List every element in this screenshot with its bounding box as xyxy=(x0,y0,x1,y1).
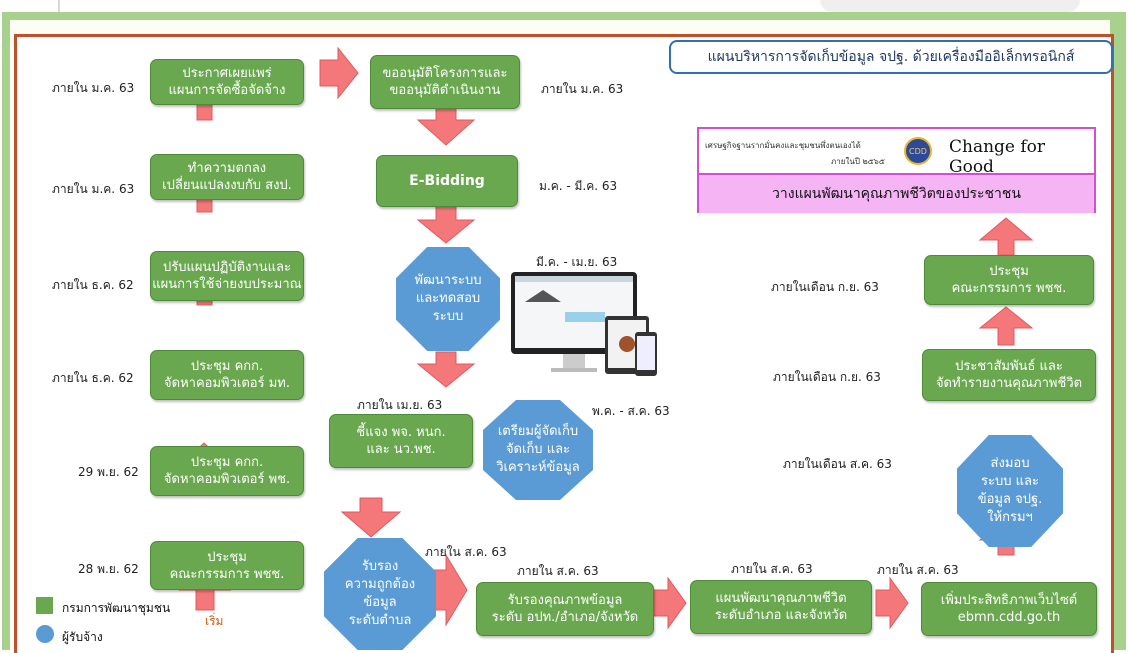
title-text: แผนบริหารการจัดเก็บข้อมูล จปฐ. ด้วยเครื่… xyxy=(707,49,1075,65)
box-publicize-report: ประชาสัมพันธ์ และ จัดทำรายงานคุณภาพชีวิต xyxy=(922,349,1096,401)
arrow-down-2 xyxy=(416,205,476,244)
date-label: 28 พ.ย. 62 xyxy=(78,562,139,576)
frame-right-edge xyxy=(1110,20,1126,650)
octagon-develop-system: พัฒนาระบบ และทดสอบ ระบบ xyxy=(396,247,500,351)
arrow-down-1 xyxy=(416,105,476,146)
change-for-good-box: เศรษฐกิจฐานรากมั่นคงและชุมชนพึ่งตนเองได้… xyxy=(697,127,1096,213)
box-approve-project: ขออนุมัติโครงการและ ขออนุมัติดำเนินงาน xyxy=(370,55,520,109)
date-label: ภายใน ม.ค. 63 xyxy=(52,81,135,95)
box-final-committee: ประชุม คณะกรรมการ พชช. xyxy=(924,255,1094,305)
octagon-certify-subdistrict: รับรอง ความถูกต้อง ข้อมูล ระดับตำบล xyxy=(324,538,436,650)
vision-year: ภายในปี ๒๕๖๕ xyxy=(831,157,885,166)
box-quality-plan: แผนพัฒนาคุณภาพชีวิต ระดับอำเภอ และจังหวั… xyxy=(690,580,872,634)
box-publish-plan: ประกาศเผยแพร่ แผนการจัดซื้อจัดจ้าง xyxy=(150,59,304,105)
box-meeting-moi: ประชุม คกก. จัดหาคอมพิวเตอร์ มท. xyxy=(150,350,304,400)
box-budget-agreement: ทำความตกลง เปลี่ยนแปลงงบกับ สงป. xyxy=(150,154,304,200)
legend-blue-label: ผู้รับจ้าง xyxy=(62,630,103,644)
arrow-up-r2 xyxy=(978,306,1034,346)
cfg-banner: วางแผนพัฒนาคุณภาพชีวิตของประชาชน xyxy=(699,173,1094,213)
box-adjust-plan: ปรับแผนปฏิบัติงานและ แผนการใช้จ่ายงบประม… xyxy=(150,251,304,301)
box-explain-staff: ชี้แจง พจ. หนก. และ นว.พช. xyxy=(329,414,473,468)
box-meeting-cdd: ประชุม คกก. จัดหาคอมพิวเตอร์ พช. xyxy=(150,446,304,496)
date-label: ภายในเดือน ก.ย. 63 xyxy=(771,280,879,294)
box-ebidding: E-Bidding xyxy=(376,155,518,207)
legend-blue-swatch xyxy=(36,625,54,643)
top-strip xyxy=(0,0,1128,12)
date-label: ภายในเดือน ส.ค. 63 xyxy=(783,457,892,471)
arrow-right-top xyxy=(319,46,359,100)
date-label: ภายใน ธ.ค. 62 xyxy=(52,371,134,385)
date-label: ม.ค. - มี.ค. 63 xyxy=(539,179,618,193)
arrow-right-b2 xyxy=(653,576,687,630)
page-edge xyxy=(58,0,60,12)
date-label: ภายใน ส.ค. 63 xyxy=(517,564,599,578)
cdd-logo-icon: CDD xyxy=(904,137,932,165)
date-label: ภายใน ส.ค. 63 xyxy=(425,545,507,559)
legend-green-swatch xyxy=(36,597,53,614)
date-label: ภายในเดือน ก.ย. 63 xyxy=(773,370,881,384)
arrow-right-b1 xyxy=(431,553,468,627)
date-label: ภายใน ม.ค. 63 xyxy=(52,182,135,196)
box-committee-meeting: ประชุม คณะกรรมการ พชช. xyxy=(150,541,304,590)
arrow-down-4 xyxy=(340,497,402,538)
vision-text: เศรษฐกิจฐานรากมั่นคงและชุมชนพึ่งตนเองได้ xyxy=(705,141,861,150)
arrow-right-b3 xyxy=(875,576,909,630)
start-label: เริ่ม xyxy=(205,614,224,628)
device-mockup-illustration xyxy=(511,272,657,376)
octagon-prepare-collectors: เตรียมผู้จัดเก็บ จัดเก็บ และ วิเคราะห์ข้… xyxy=(483,400,593,500)
date-label: ภายใน ธ.ค. 62 xyxy=(52,278,134,292)
arrow-down-3 xyxy=(416,351,476,388)
decorative-shape xyxy=(820,0,1080,12)
date-label: ภายใน เม.ย. 63 xyxy=(357,398,443,412)
legend-green-label: กรมการพัฒนาชุมชน xyxy=(62,601,171,615)
box-certify-quality: รับรองคุณภาพข้อมูล ระดับ อปท./อำเภอ/จังห… xyxy=(476,582,654,636)
date-label: 29 พ.ย. 62 xyxy=(78,465,139,479)
change-for-good-text: Change for Good xyxy=(949,137,1046,177)
box-website-improve: เพิ่มประสิทธิภาพเว็บไซต์ ebmn.cdd.go.th xyxy=(921,582,1097,636)
date-label: ภายใน ม.ค. 63 xyxy=(541,82,624,96)
date-label: มี.ค. - เม.ย. 63 xyxy=(536,255,618,269)
date-label: ภายใน ส.ค. 63 xyxy=(731,562,813,576)
cfg-header: เศรษฐกิจฐานรากมั่นคงและชุมชนพึ่งตนเองได้… xyxy=(699,129,1094,177)
date-label: พ.ค. - ส.ค. 63 xyxy=(592,404,670,418)
cfg-banner-text: วางแผนพัฒนาคุณภาพชีวิตของประชาชน xyxy=(772,186,1021,202)
diagram-title: แผนบริหารการจัดเก็บข้อมูล จปฐ. ด้วยเครื่… xyxy=(669,40,1113,74)
octagon-deliver-system: ส่งมอบ ระบบ และ ข้อมูล จปฐ. ให้กรมฯ xyxy=(957,435,1063,547)
arrow-up-r3 xyxy=(978,217,1034,256)
date-label: ภายใน ส.ค. 63 xyxy=(877,563,959,577)
